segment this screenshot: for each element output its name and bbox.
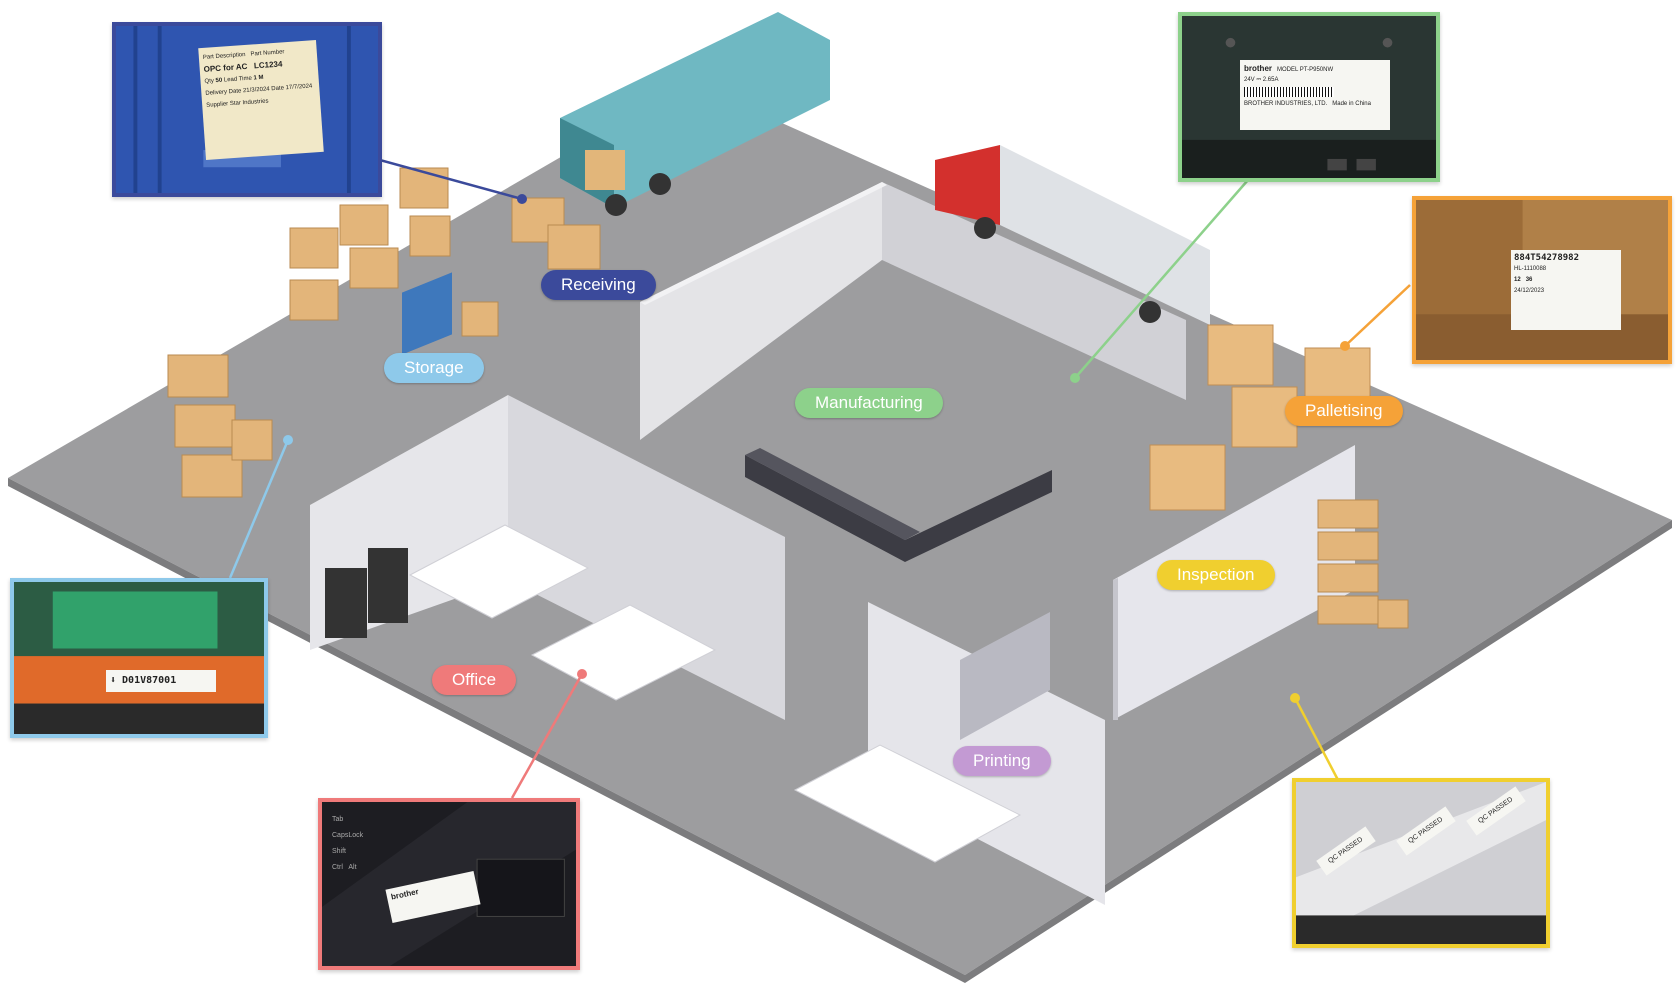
printing-desks xyxy=(793,744,1022,863)
tag-printing: Printing xyxy=(953,746,1051,776)
office-label-photo: Tab CapsLock Shift Ctrl Alt brother xyxy=(318,798,580,970)
tag-manufacturing: Manufacturing xyxy=(795,388,943,418)
storage-label-photo: ⬇ D01V87001 xyxy=(10,578,268,738)
tag-inspection: Inspection xyxy=(1157,560,1275,590)
inspection-rack xyxy=(1317,499,1409,629)
tag-office: Office xyxy=(432,665,517,695)
keyboard-keys: Tab CapsLock Shift Ctrl Alt xyxy=(332,816,364,871)
rack-location-label: ⬇ D01V87001 xyxy=(106,670,216,692)
tag-storage: Storage xyxy=(384,353,484,383)
inspection-label-photo: QC PASSED QC PASSED QC PASSED xyxy=(1292,778,1550,948)
receiving-truck xyxy=(560,12,830,216)
tag-palletising: Palletising xyxy=(1285,396,1403,426)
pallet-shipping-label: 884T54278982 HL-1110088 12 36 24/12/2023 xyxy=(1511,250,1621,330)
receiving-kanban-label: Part Description Part Number OPC for AC … xyxy=(198,40,324,160)
manufacturing-label-photo: brother MODEL PT-P950NW 24V ⎓ 2.65A BROT… xyxy=(1178,12,1440,182)
palletising-label-photo: 884T54278982 HL-1110088 12 36 24/12/2023 xyxy=(1412,196,1672,364)
server-racks xyxy=(325,548,408,638)
receiving-label-photo: Part Description Part Number OPC for AC … xyxy=(112,22,382,197)
tag-receiving: Receiving xyxy=(541,270,656,300)
printer-rating-label: brother MODEL PT-P950NW 24V ⎓ 2.65A BROT… xyxy=(1240,60,1390,130)
conveyor-belt xyxy=(745,448,1052,562)
